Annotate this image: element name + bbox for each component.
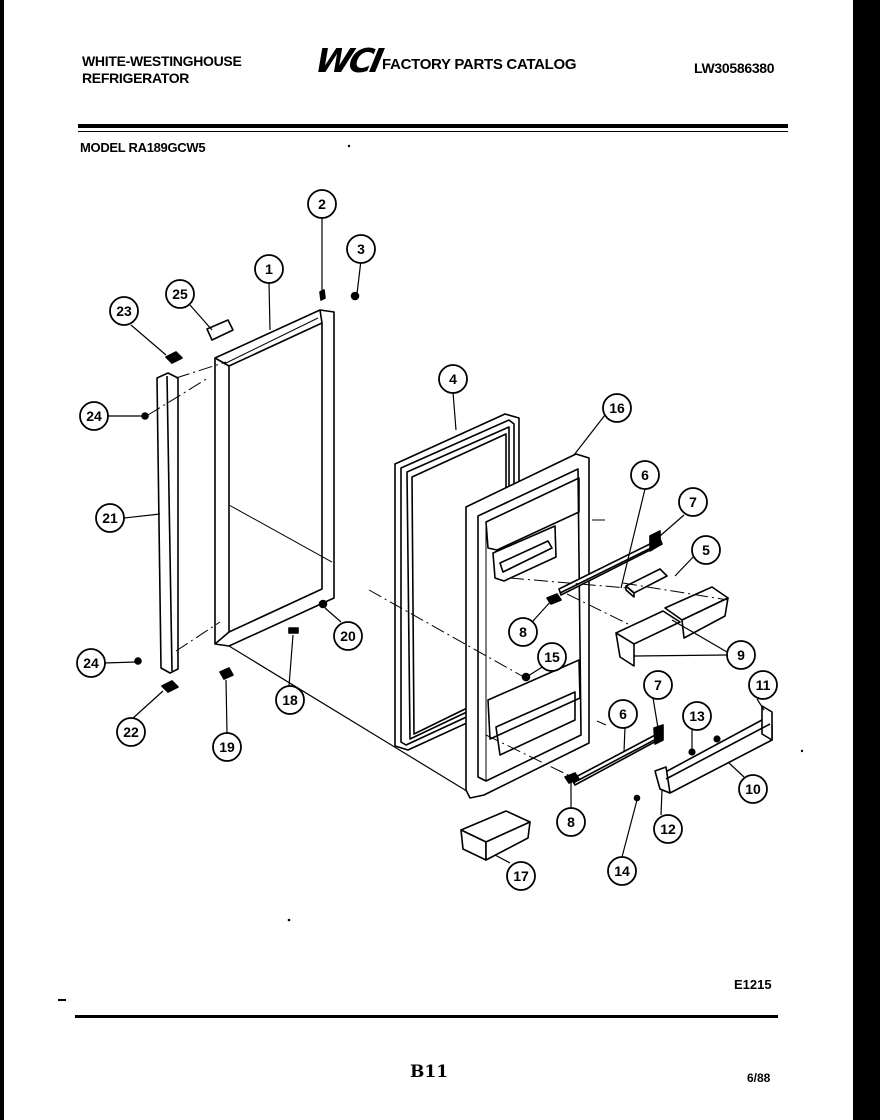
svg-text:24: 24 bbox=[86, 408, 102, 424]
svg-text:6: 6 bbox=[641, 467, 649, 483]
model-label: MODEL RA189GCW5 bbox=[80, 140, 206, 155]
header-rule-thin bbox=[78, 131, 788, 132]
callout-5: 5 bbox=[691, 535, 721, 565]
part-8-bracket-lower bbox=[564, 772, 580, 784]
svg-text:7: 7 bbox=[654, 677, 662, 693]
callout-1: 1 bbox=[254, 254, 284, 284]
svg-text:15: 15 bbox=[544, 649, 560, 665]
svg-text:9: 9 bbox=[737, 647, 745, 663]
callout-6-upper: 6 bbox=[630, 460, 660, 490]
svg-text:21: 21 bbox=[102, 510, 118, 526]
page-frame-left bbox=[0, 0, 4, 1120]
callout-19: 19 bbox=[212, 732, 242, 762]
part-2-pin bbox=[319, 289, 326, 301]
svg-text:4: 4 bbox=[449, 371, 457, 387]
callout-17: 17 bbox=[506, 861, 536, 891]
svg-text:1: 1 bbox=[265, 261, 273, 277]
callout-12: 12 bbox=[653, 814, 683, 844]
callout-3: 3 bbox=[346, 234, 376, 264]
part-13b-screw bbox=[713, 735, 721, 743]
callout-6-lower: 6 bbox=[608, 699, 638, 729]
part-5-cover bbox=[625, 568, 668, 594]
part-lower-shelf-bar bbox=[571, 724, 664, 786]
callout-18: 18 bbox=[275, 685, 305, 715]
svg-text:8: 8 bbox=[567, 814, 575, 830]
header-rule bbox=[78, 124, 788, 128]
svg-text:22: 22 bbox=[123, 724, 139, 740]
callout-14: 14 bbox=[607, 856, 637, 886]
svg-text:3: 3 bbox=[357, 241, 365, 257]
svg-text:5: 5 bbox=[702, 542, 710, 558]
svg-text:19: 19 bbox=[219, 739, 235, 755]
svg-text:24: 24 bbox=[83, 655, 99, 671]
svg-text:2: 2 bbox=[318, 196, 326, 212]
callout-7-lower: 7 bbox=[643, 670, 673, 700]
part-25-label bbox=[206, 319, 234, 341]
part-21-strip bbox=[156, 372, 179, 674]
callout-23: 23 bbox=[109, 296, 139, 326]
part-23-hinge-cap bbox=[165, 351, 183, 364]
svg-text:25: 25 bbox=[172, 286, 188, 302]
svg-text:7: 7 bbox=[689, 494, 697, 510]
part-19-clip bbox=[219, 667, 234, 680]
callout-25: 25 bbox=[165, 279, 195, 309]
catalog-number: LW30586380 bbox=[694, 60, 775, 76]
callout-8-upper: 8 bbox=[508, 617, 538, 647]
page-number: B11 bbox=[410, 1062, 449, 1082]
part-20-plug bbox=[318, 599, 328, 609]
margin-mark bbox=[58, 999, 66, 1001]
part-22-hinge-cap bbox=[161, 680, 179, 693]
brand-name: WHITE-WESTINGHOUSE bbox=[82, 53, 242, 69]
part-14-screw bbox=[633, 794, 641, 802]
callout-16: 16 bbox=[602, 393, 632, 423]
svg-text:16: 16 bbox=[609, 400, 625, 416]
svg-text:17: 17 bbox=[513, 868, 529, 884]
page-frame-right bbox=[853, 0, 880, 1120]
part-24-screw-bottom bbox=[134, 657, 142, 665]
part-18-screw bbox=[288, 627, 299, 634]
svg-text:13: 13 bbox=[689, 708, 705, 724]
callout-7-upper: 7 bbox=[678, 487, 708, 517]
svg-text:10: 10 bbox=[745, 781, 761, 797]
catalog-title: FACTORY PARTS CATALOG bbox=[382, 56, 577, 73]
svg-text:11: 11 bbox=[756, 677, 771, 693]
page-date: 6/88 bbox=[747, 1071, 771, 1085]
svg-text:20: 20 bbox=[340, 628, 356, 644]
callout-20: 20 bbox=[333, 621, 363, 651]
callout-24-upper: 24 bbox=[79, 401, 109, 431]
callout-4: 4 bbox=[438, 364, 468, 394]
alignment-lines bbox=[147, 361, 729, 778]
part-door-rail bbox=[654, 705, 773, 794]
part-shelves bbox=[615, 586, 729, 667]
callout-13: 13 bbox=[682, 701, 712, 731]
callout-8-lower: 8 bbox=[556, 807, 586, 837]
part-3-screw bbox=[350, 291, 360, 301]
part-15-plug bbox=[521, 672, 531, 682]
svg-text:6: 6 bbox=[619, 706, 627, 722]
product-type: REFRIGERATOR bbox=[82, 70, 190, 86]
callout-9: 9 bbox=[726, 640, 756, 670]
callout-2: 2 bbox=[307, 189, 337, 219]
callout-11: 11 bbox=[748, 670, 778, 700]
callout-group: 1 2 3 4 16 6 7 5 8 9 15 7 11 6 13 10 8 1… bbox=[76, 189, 778, 891]
part-17-bin bbox=[460, 810, 531, 861]
svg-text:8: 8 bbox=[519, 624, 527, 640]
brand-block: WHITE-WESTINGHOUSE REFRIGERATOR bbox=[82, 53, 242, 87]
callout-22: 22 bbox=[116, 717, 146, 747]
svg-text:12: 12 bbox=[660, 821, 676, 837]
svg-text:14: 14 bbox=[614, 863, 630, 879]
diagram-code: E1215 bbox=[734, 977, 772, 992]
part-cabinet-frame bbox=[214, 309, 335, 647]
footer-rule bbox=[75, 1015, 778, 1018]
callout-10: 10 bbox=[738, 774, 768, 804]
callout-24-lower: 24 bbox=[76, 648, 106, 678]
svg-text:23: 23 bbox=[116, 303, 132, 319]
callout-21: 21 bbox=[95, 503, 125, 533]
svg-text:18: 18 bbox=[282, 692, 298, 708]
callout-15: 15 bbox=[537, 642, 567, 672]
part-upper-shelf-bar bbox=[558, 530, 663, 596]
